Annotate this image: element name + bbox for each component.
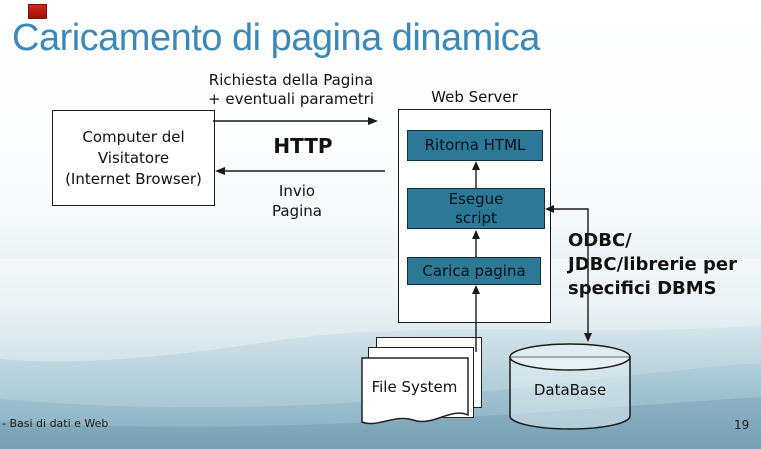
slide-title: Caricamento di pagina dinamica <box>12 17 540 59</box>
odbc-line2: JDBC/librerie per <box>568 254 737 275</box>
step-esegue-line2: script <box>455 208 497 227</box>
footer-text: - Basi di dati e Web <box>2 417 109 430</box>
odbc-line3: specifici DBMS <box>568 278 717 299</box>
odbc-line1: ODBC/ <box>568 230 632 251</box>
request-label: Richiesta della Pagina + eventuali param… <box>203 71 379 109</box>
response-label: Invio Pagina <box>259 181 335 221</box>
client-box: Computer del Visitatore (Internet Browse… <box>52 110 215 206</box>
client-box-line3: (Internet Browser) <box>65 169 202 188</box>
step-box-esegue-script: Esegue script <box>407 188 545 229</box>
file-system-label: File System <box>371 378 458 396</box>
client-box-line2: Visitatore <box>97 148 170 167</box>
page-number: 19 <box>734 418 750 432</box>
step-ritorna-label: Ritorna HTML <box>424 136 526 154</box>
response-label-line2: Pagina <box>272 202 322 220</box>
arrow-request <box>213 117 378 125</box>
red-accent-square <box>28 4 47 19</box>
file-system-shape <box>361 357 469 425</box>
database-label: DataBase <box>533 381 607 399</box>
arrow-response <box>215 167 385 175</box>
request-label-line1: Richiesta della Pagina <box>208 71 374 89</box>
client-box-line1: Computer del <box>82 127 185 146</box>
request-label-line2: + eventuali parametri <box>208 90 374 108</box>
step-box-ritorna-html: Ritorna HTML <box>407 130 543 161</box>
step-box-carica-pagina: Carica pagina <box>407 257 541 285</box>
web-server-label: Web Server <box>431 88 518 106</box>
http-label: HTTP <box>273 134 333 158</box>
database-cylinder <box>509 343 631 430</box>
step-esegue-line1: Esegue <box>448 189 504 208</box>
response-label-line1: Invio <box>278 182 316 200</box>
odbc-label: ODBC/ JDBC/librerie per specifici DBMS <box>568 229 758 301</box>
step-carica-label: Carica pagina <box>422 261 526 280</box>
